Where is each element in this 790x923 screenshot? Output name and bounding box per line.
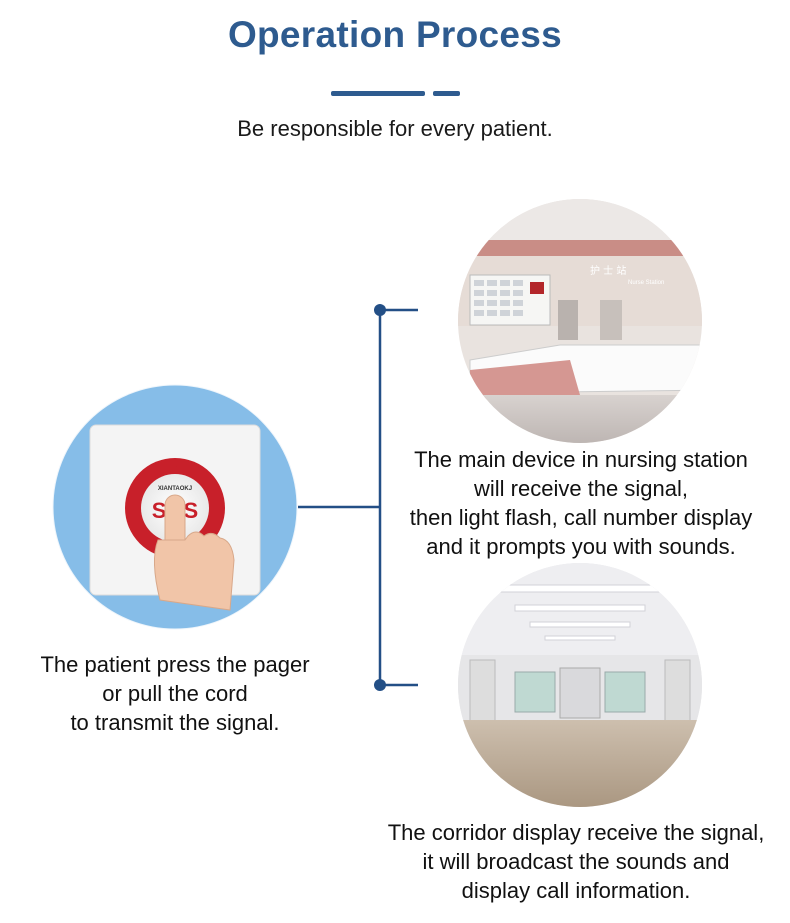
connector-dot-top	[374, 304, 386, 316]
pager-caption-line: to transmit the signal.	[70, 710, 280, 735]
pager-caption: The patient press the pager or pull the …	[12, 650, 338, 737]
nurse-caption-line: will receive the signal,	[474, 476, 688, 501]
corridor-photo	[458, 563, 702, 807]
nurse-caption-line: and it prompts you with sounds.	[426, 534, 736, 559]
nurse-station-caption: The main device in nursing station will …	[372, 445, 790, 561]
pager-brand-label: XIANTAOKJ	[158, 486, 192, 492]
corridor-caption-line: it will broadcast the sounds and	[422, 849, 730, 874]
nurse-station-sign-cn: 护 士 站	[590, 264, 626, 277]
connector-lines	[298, 304, 418, 691]
pager-photo: XIANTAOKJ SOS	[52, 384, 298, 630]
corridor-caption-line: The corridor display receive the signal,	[387, 820, 765, 845]
page-subtitle: Be responsible for every patient.	[237, 116, 553, 141]
corridor-caption-line: display call information.	[461, 878, 691, 903]
nurse-caption-line: The main device in nursing station	[414, 447, 748, 472]
nurse-caption-line: then light flash, call number display	[409, 505, 753, 530]
title-underline-long	[331, 91, 425, 96]
pager-caption-line: or pull the cord	[102, 681, 248, 706]
title-underline-short	[433, 91, 460, 96]
page-title: Operation Process	[227, 14, 563, 55]
hand-illustration	[154, 494, 235, 611]
corridor-caption: The corridor display receive the signal,…	[362, 818, 790, 905]
nurse-station-sign-en: Nurse Station	[628, 280, 664, 286]
pager-caption-line: The patient press the pager	[40, 652, 310, 677]
nurse-station-photo: 护 士 站 Nurse Station	[458, 199, 702, 443]
connector-dot-bottom	[374, 679, 386, 691]
